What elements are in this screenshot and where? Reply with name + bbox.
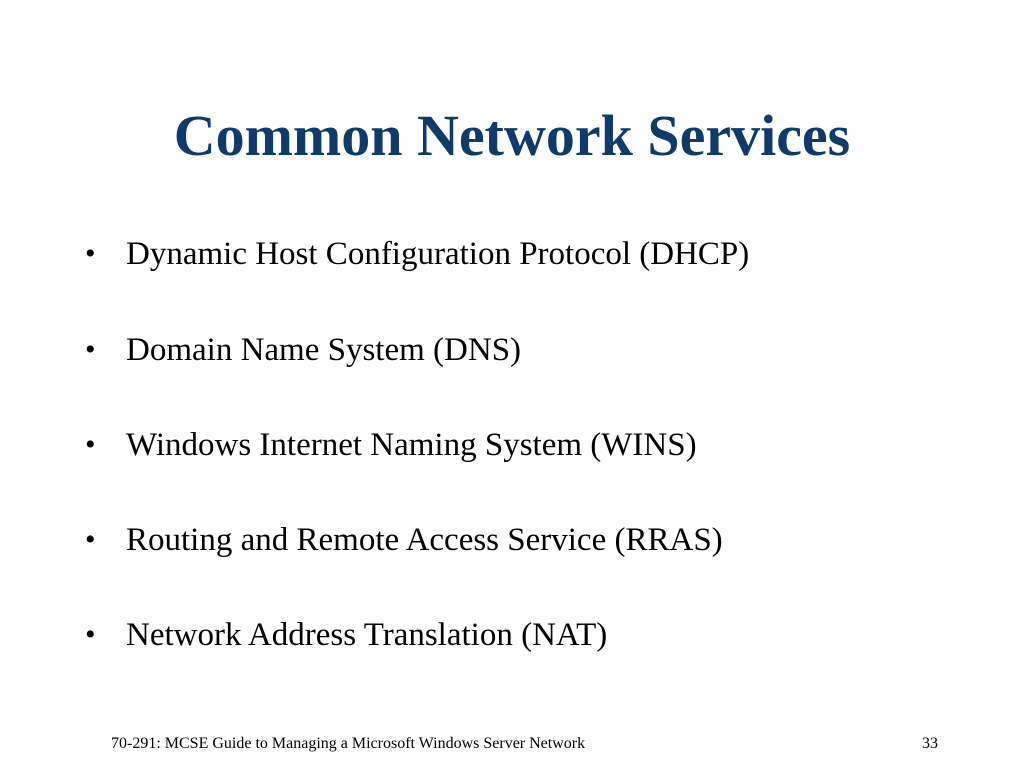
- bullet-text: Routing and Remote Access Service (RRAS): [126, 522, 723, 558]
- page-number: 33: [922, 735, 938, 752]
- bullet-point-icon: •: [85, 428, 96, 461]
- bullet-item-wins: • Windows Internet Naming System (WINS): [0, 420, 1000, 470]
- bullet-text: Windows Internet Naming System (WINS): [126, 427, 697, 463]
- bullet-text: Dynamic Host Configuration Protocol (DHC…: [126, 236, 750, 272]
- bullet-point-icon: •: [85, 523, 96, 556]
- slide-footer: 70-291: MCSE Guide to Managing a Microso…: [111, 735, 586, 752]
- bullet-point-icon: •: [85, 237, 96, 270]
- bullet-text: Network Address Translation (NAT): [126, 617, 608, 653]
- bullet-item-dhcp: • Dynamic Host Configuration Protocol (D…: [0, 229, 1000, 279]
- bullet-text: Domain Name System (DNS): [126, 332, 522, 368]
- bullet-item-rras: • Routing and Remote Access Service (RRA…: [0, 515, 1000, 565]
- bullet-item-dns: • Domain Name System (DNS): [0, 325, 1000, 375]
- slide-title: Common Network Services: [173, 103, 851, 168]
- bullet-point-icon: •: [85, 618, 96, 651]
- bullet-item-nat: • Network Address Translation (NAT): [0, 610, 1000, 660]
- bullet-point-icon: •: [85, 333, 96, 366]
